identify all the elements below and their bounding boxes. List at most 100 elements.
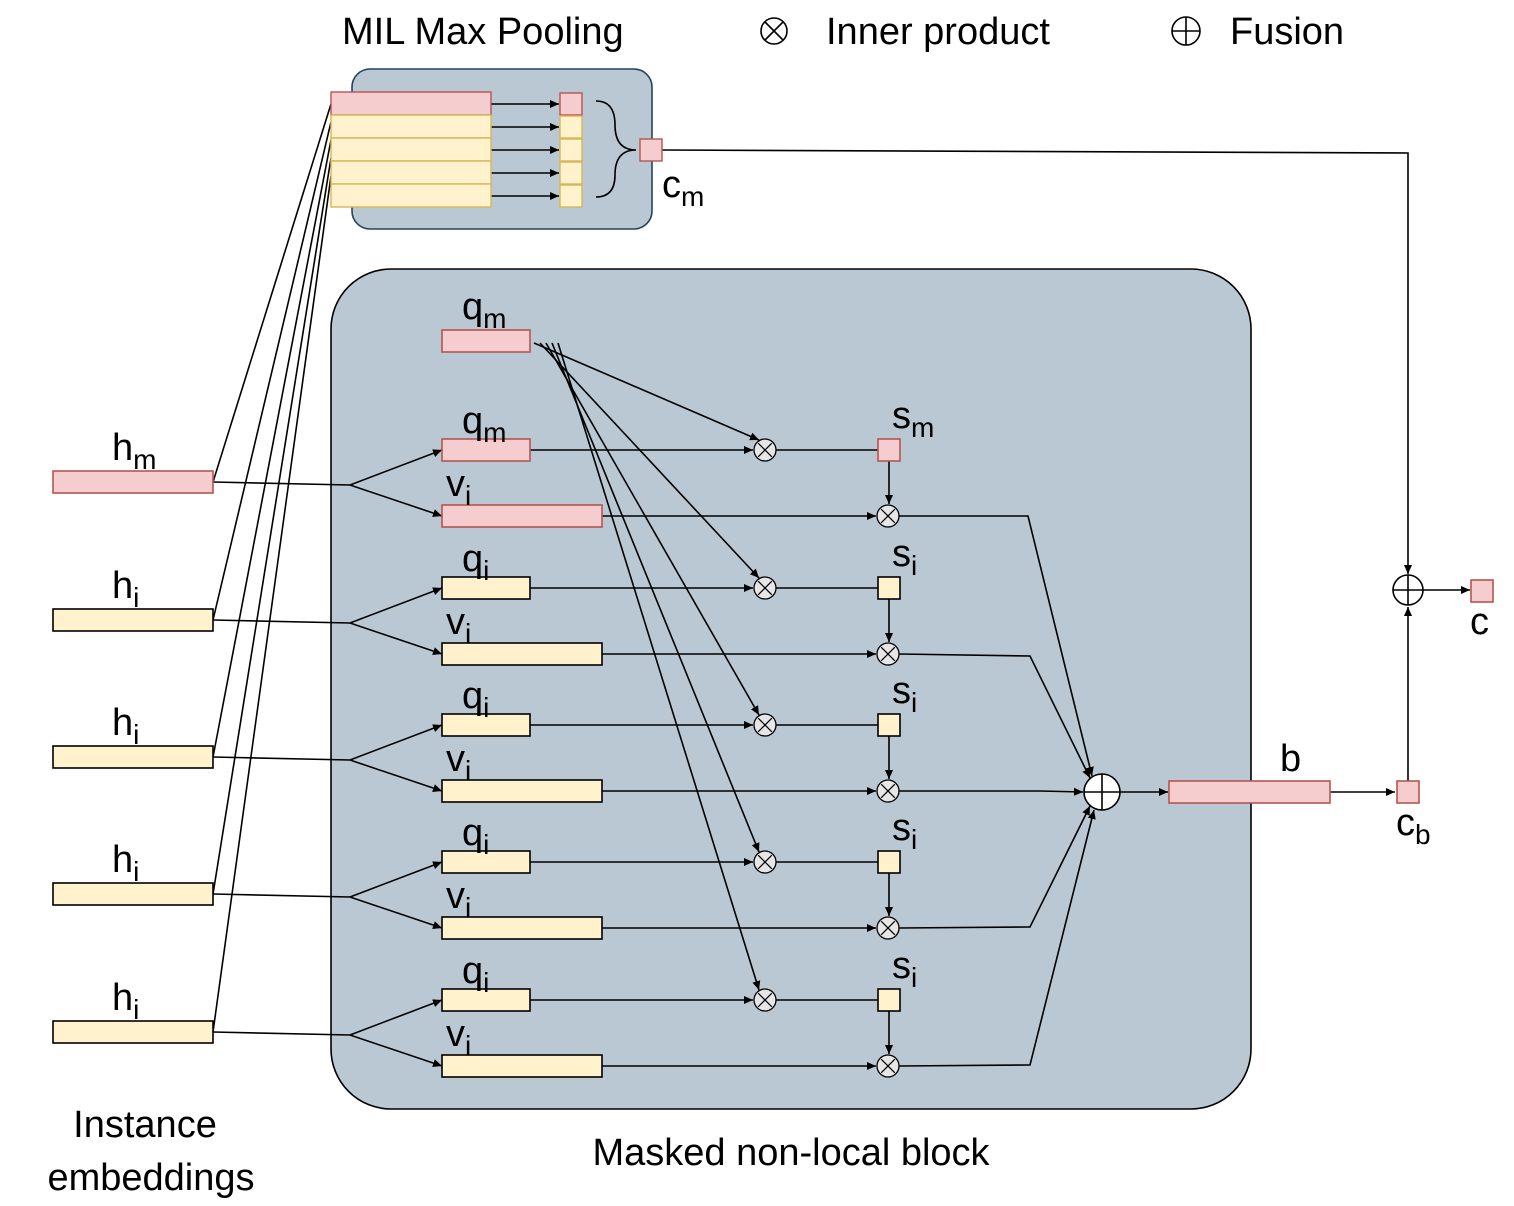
- score-label-0-sub: m: [911, 412, 934, 443]
- pool-max-cell: [559, 115, 583, 139]
- b-label: b: [1280, 738, 1301, 780]
- c-box: [1470, 579, 1494, 603]
- score-label-1: si: [892, 533, 917, 581]
- embedding-label-0-sub: m: [133, 444, 156, 475]
- to-value-arrow: [349, 759, 443, 792]
- score-label-2-main: s: [892, 670, 911, 712]
- value-label-1-main: v: [446, 601, 465, 643]
- top-query-fan-arrow: [545, 342, 760, 716]
- weighted-product-icon-cross-b: [880, 1058, 896, 1074]
- value-label-2: vi: [446, 738, 471, 786]
- query-label-0: qm: [462, 400, 506, 448]
- pool-max-cell: [559, 161, 583, 185]
- query-label-0-sub: m: [483, 417, 506, 448]
- score-label-4: si: [892, 945, 917, 993]
- value-bar: [441, 1054, 603, 1078]
- cm-box: [639, 138, 663, 162]
- to-query-arrow: [349, 449, 443, 486]
- to-query-arrow: [349, 587, 443, 624]
- score-label-1-sub: i: [911, 550, 917, 581]
- score-label-3-main: s: [892, 807, 911, 849]
- embedding-label-4: hi: [112, 977, 139, 1025]
- query-label-4-main: q: [462, 950, 483, 992]
- embedding-hi-bar: [52, 1020, 214, 1044]
- embedding-link: [212, 481, 351, 486]
- value-label-2-sub: i: [465, 755, 471, 786]
- value-label-3-sub: i: [465, 892, 471, 923]
- value-label-2-main: v: [446, 738, 465, 780]
- value-label-0-sub: i: [465, 480, 471, 511]
- weighted-to-fusion-arrow: [898, 809, 1096, 1067]
- embedding-link: [212, 1031, 351, 1036]
- value-label-3: vi: [446, 875, 471, 923]
- top-query-label-sub: m: [483, 303, 506, 334]
- embedding-label-1: hi: [112, 565, 139, 613]
- cm-label-main: c: [662, 164, 681, 206]
- query-label-2: qi: [462, 675, 489, 723]
- fusion-legend-icon: [1171, 16, 1201, 46]
- score-box: [877, 713, 901, 737]
- weighted-product-icon-cross-b: [880, 646, 896, 662]
- query-label-2-sub: i: [483, 692, 489, 723]
- embedding-label-2: hi: [112, 702, 139, 750]
- score-label-2: si: [892, 670, 917, 718]
- embedding-label-0-main: h: [112, 427, 133, 469]
- inner-product-icon-cross-b: [757, 442, 773, 458]
- caption-embeddings-line2: embeddings: [47, 1157, 254, 1199]
- value-label-0: vi: [446, 463, 471, 511]
- legend-inner-product: Inner product: [826, 11, 1050, 53]
- to-query-arrow: [349, 999, 443, 1036]
- cm-label: cm: [662, 164, 704, 212]
- embedding-label-3-main: h: [112, 839, 133, 881]
- query-bar: [441, 988, 531, 1012]
- query-label-3: qi: [462, 812, 489, 860]
- inner-product-icon-cross-b: [757, 854, 773, 870]
- legend-pooling: MIL Max Pooling: [342, 11, 624, 53]
- weighted-product-icon-cross-b: [880, 783, 896, 799]
- inner-product-icon-cross-b: [757, 992, 773, 1008]
- score-label-4-main: s: [892, 945, 911, 987]
- embedding-label-2-sub: i: [133, 719, 139, 750]
- weighted-to-fusion-arrow: [898, 653, 1091, 779]
- query-label-3-main: q: [462, 812, 483, 854]
- value-label-4: vi: [446, 1013, 471, 1061]
- value-bar: [441, 642, 603, 666]
- masked-non-local-block: [330, 268, 1252, 1110]
- weighted-to-fusion-arrow: [899, 515, 1094, 777]
- score-label-1-main: s: [892, 533, 911, 575]
- to-query-arrow: [349, 861, 443, 898]
- cm-label-sub: m: [681, 181, 704, 212]
- weighted-product-icon-cross-b: [880, 508, 896, 524]
- value-label-4-sub: i: [465, 1030, 471, 1061]
- inner-product-icon-cross-b: [757, 580, 773, 596]
- embedding-label-4-main: h: [112, 977, 133, 1019]
- query-bar: [441, 713, 531, 737]
- score-label-3-sub: i: [911, 824, 917, 855]
- legend-fusion: Fusion: [1230, 11, 1344, 53]
- cb-label: cb: [1396, 802, 1431, 850]
- query-bar: [441, 438, 531, 462]
- embedding-label-3-sub: i: [133, 856, 139, 887]
- to-query-arrow: [349, 724, 443, 761]
- embedding-label-0: hm: [112, 427, 156, 475]
- embedding-label-3: hi: [112, 839, 139, 887]
- cb-box: [1396, 780, 1420, 804]
- pool-max-cell: [559, 184, 583, 208]
- value-label-1-sub: i: [465, 618, 471, 649]
- pool-brace: [595, 100, 637, 198]
- embedding-label-1-sub: i: [133, 582, 139, 613]
- query-label-4-sub: i: [483, 967, 489, 998]
- caption-embeddings-line1: Instance: [73, 1104, 217, 1146]
- top-query-fan-arrow: [533, 342, 760, 441]
- pool-stack-row: [330, 183, 492, 208]
- query-label-2-main: q: [462, 675, 483, 717]
- query-label-3-sub: i: [483, 829, 489, 860]
- query-label-1-sub: i: [483, 555, 489, 586]
- score-label-2-sub: i: [911, 687, 917, 718]
- embedding-label-1-main: h: [112, 565, 133, 607]
- top-query-bar: [441, 329, 531, 353]
- score-label-4-sub: i: [911, 962, 917, 993]
- embedding-to-pool-line: [212, 103, 332, 483]
